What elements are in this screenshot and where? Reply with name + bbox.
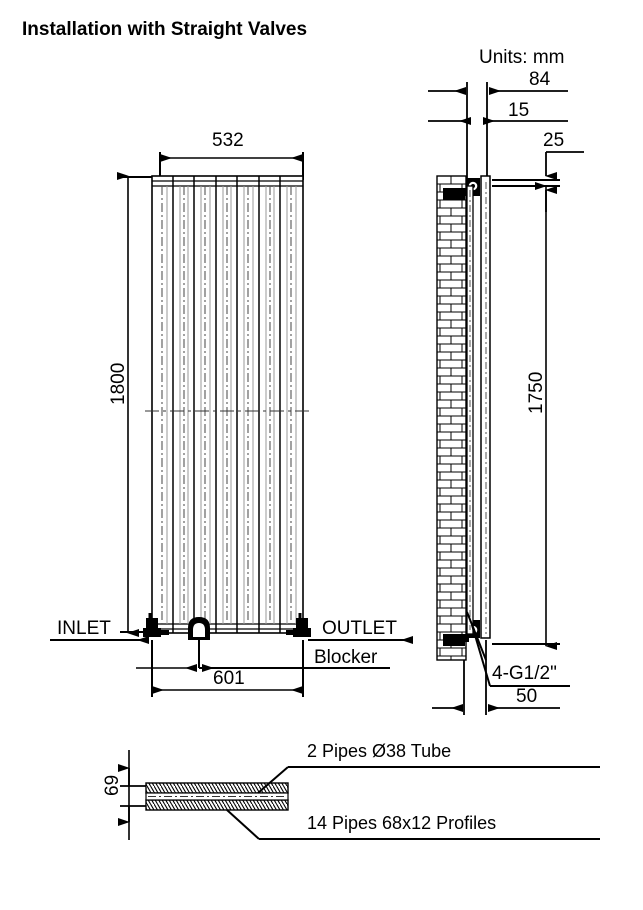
inlet-label: INLET (57, 618, 111, 639)
wall-fixings (443, 188, 469, 646)
side-elevation-group: 84 15 25 (428, 69, 584, 715)
dim-label-84: 84 (529, 69, 551, 90)
outlet-valve (286, 613, 311, 637)
dim-depth-69: 69 (102, 764, 146, 826)
radiator-side-profile (466, 175, 491, 639)
dim-label-15: 15 (508, 100, 529, 121)
outlet-label: OUTLET (322, 618, 397, 639)
dim-valve-centres-601: 601 (136, 640, 304, 697)
section-view-group: 69 2 Pipes Ø38 Tube 14 Pipes 68x12 Profi… (102, 741, 600, 840)
dim-label-50: 50 (516, 686, 537, 707)
page-title: Installation with Straight Valves (22, 19, 307, 40)
dim-height-1800: 1800 (108, 172, 166, 637)
dim-label-601: 601 (213, 668, 245, 689)
dim-width-532: 532 (159, 130, 304, 180)
profiles-callout: 14 Pipes 68x12 Profiles (226, 809, 600, 840)
blocker-fitting (188, 617, 210, 640)
dim-84: 84 (428, 69, 568, 178)
wall-section (436, 175, 467, 661)
dim-25: 25 (492, 130, 584, 212)
blocker-callout: Blocker (198, 640, 390, 669)
dim-50: 50 (432, 640, 560, 715)
connections-label: 4-G1/2" (492, 663, 557, 684)
dim-15: 15 (428, 100, 568, 125)
radiator-profiles (161, 176, 297, 633)
blocker-label: Blocker (314, 647, 378, 668)
connections-callout: 4-G1/2" (466, 611, 570, 687)
dim-height-1750: 1750 (492, 182, 560, 650)
dim-label-1800: 1800 (108, 363, 129, 405)
dim-label-1750: 1750 (526, 372, 547, 414)
dim-label-69: 69 (102, 775, 123, 796)
profiles-label: 14 Pipes 68x12 Profiles (307, 813, 496, 833)
tube-label: 2 Pipes Ø38 Tube (307, 741, 451, 761)
units-note: Units: mm (479, 47, 565, 68)
dim-label-25: 25 (543, 130, 564, 151)
inlet-valve (143, 613, 169, 637)
dim-label-532: 532 (212, 130, 244, 151)
front-elevation-group: 532 1800 (50, 130, 413, 697)
inlet-callout: INLET (50, 618, 149, 644)
section-profiles (145, 782, 289, 811)
outlet-callout: OUTLET (308, 618, 413, 644)
tube-callout: 2 Pipes Ø38 Tube (257, 741, 600, 794)
